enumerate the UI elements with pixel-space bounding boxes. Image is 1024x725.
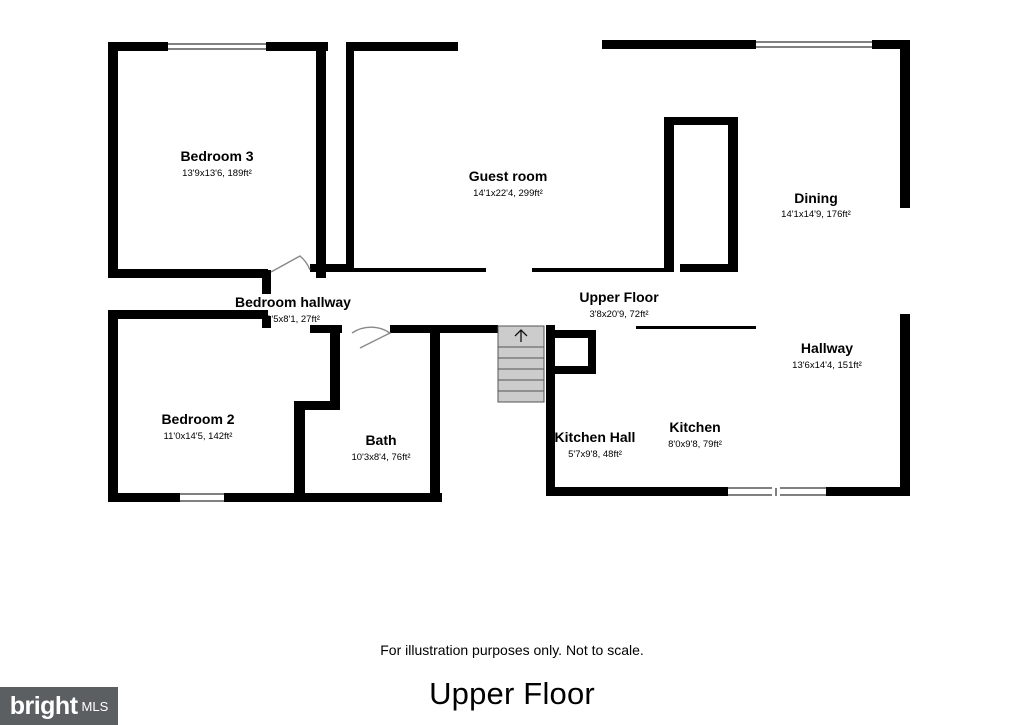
room-name-dining: Dining [794,190,838,206]
room-name-kitchen-hall: Kitchen Hall [555,429,636,445]
room-labels: Bedroom 3 13'9x13'6, 189ft² Guest room 1… [161,148,861,463]
logo-suffix: MLS [81,698,109,714]
bright-mls-logo: bright MLS [0,687,118,725]
room-dims-guest-room: 14'1x22'4, 299ft² [473,188,543,199]
stairs [497,325,545,403]
room-dims-hallway: 13'6x14'4, 151ft² [792,360,862,371]
room-dims-bedroom-hallway: 3'5x8'1, 27ft² [266,314,320,325]
room-name-bedroom-2: Bedroom 2 [161,411,234,427]
room-name-kitchen: Kitchen [669,419,720,435]
room-name-guest-room: Guest room [469,168,548,184]
room-dims-bedroom-3: 13'9x13'6, 189ft² [182,168,252,179]
room-dims-bedroom-2: 11'0x14'5, 142ft² [164,431,233,442]
room-name-bedroom-hallway: Bedroom hallway [235,294,351,310]
floor-title: Upper Floor [429,676,595,711]
room-dims-kitchen: 8'0x9'8, 79ft² [668,439,722,450]
logo-wordmark: bright [9,691,78,720]
floor-plan: Bedroom 3 13'9x13'6, 189ft² Guest room 1… [108,40,910,502]
room-dims-dining: 14'1x14'9, 176ft² [781,209,851,220]
room-dims-bath: 10'3x8'4, 76ft² [351,452,410,463]
walls [108,40,910,502]
room-name-bedroom-3: Bedroom 3 [180,148,253,164]
disclaimer-text: For illustration purposes only. Not to s… [380,642,644,658]
windows [168,41,872,502]
doors [270,255,392,349]
room-name-hallway: Hallway [801,340,853,356]
room-name-bath: Bath [365,432,396,448]
room-dims-upper-floor: 3'8x20'9, 72ft² [589,309,648,320]
room-dims-kitchen-hall: 5'7x9'8, 48ft² [568,449,622,460]
room-name-upper-floor: Upper Floor [579,289,659,305]
up-arrow-icon [514,329,528,342]
